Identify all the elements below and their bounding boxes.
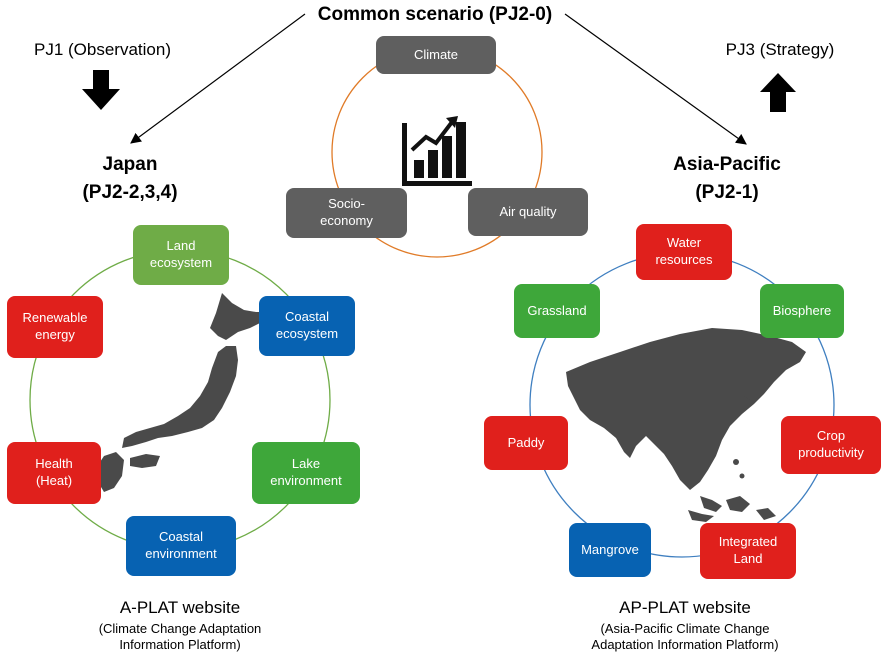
aplat-title: A-PLAT website	[119, 598, 241, 617]
coastal-ecosystem-line2: ecosystem	[275, 326, 339, 341]
water-resources-line2: resources	[655, 252, 713, 267]
land-ecosystem-line2: ecosystem	[149, 255, 213, 270]
biosphere-box: Biosphere	[760, 284, 844, 338]
paddy-box: Paddy	[484, 416, 568, 470]
integrated-land-line2: Land	[733, 551, 763, 566]
renewable-energy-line2: energy	[35, 327, 75, 342]
crop-productivity-line1: Crop	[816, 428, 846, 444]
coastal-environment-line2: environment	[145, 546, 217, 561]
water-resources-box: Water resources	[636, 224, 732, 280]
integrated-land-line1: Integrated	[718, 534, 778, 550]
socio-economy-line1: Socio-	[328, 196, 365, 212]
land-ecosystem-line1: Land	[166, 238, 196, 254]
japan-map	[88, 293, 272, 492]
growth-chart-icon	[402, 116, 472, 186]
asia-title-line2: (PJ2-1)	[695, 181, 759, 203]
health-heat-box: Health (Heat)	[7, 442, 101, 504]
asia-title-line1: Asia-Pacific	[673, 154, 781, 175]
japan-title: Japan (PJ2-2,3,4)	[70, 154, 190, 205]
japan-circle	[29, 249, 331, 551]
arrow-to-asia	[564, 13, 747, 145]
common-scenario-title: Common scenario (PJ2-0)	[317, 4, 553, 25]
applat-caption: AP-PLAT website (Asia-Pacific Climate Ch…	[550, 598, 820, 653]
crop-productivity-line2: productivity	[798, 445, 864, 460]
coastal-environment-line1: Coastal	[158, 529, 204, 545]
integrated-land-box: Integrated Land	[700, 523, 796, 579]
pj1-label: PJ1 (Observation)	[34, 40, 171, 59]
arrow-to-japan	[130, 13, 306, 144]
socio-economy-box: Socio- economy	[286, 188, 407, 238]
aplat-subtitle-line2: Information Platform)	[119, 636, 241, 652]
up-arrow-icon	[760, 73, 796, 112]
lake-environment-box: Lake environment	[252, 442, 360, 504]
coastal-ecosystem-box: Coastal ecosystem	[259, 296, 355, 356]
mangrove-box: Mangrove	[569, 523, 651, 577]
lake-environment-line1: Lake	[291, 456, 321, 472]
applat-title: AP-PLAT website	[619, 598, 751, 617]
lake-environment-line2: environment	[270, 473, 342, 488]
pj3-label: PJ3 (Strategy)	[725, 40, 835, 59]
climate-box: Climate	[376, 36, 496, 74]
coastal-environment-box: Coastal environment	[126, 516, 236, 576]
health-line1: Health	[35, 456, 73, 472]
coastal-ecosystem-line1: Coastal	[284, 309, 330, 325]
applat-subtitle-line1: (Asia-Pacific Climate Change	[600, 621, 770, 637]
applat-subtitle-line2: Adaptation Information Platform)	[591, 636, 779, 652]
japan-title-line2: (PJ2-2,3,4)	[82, 181, 178, 203]
renewable-energy-line1: Renewable	[22, 310, 88, 326]
japan-title-line1: Japan	[102, 154, 158, 175]
down-arrow-icon	[82, 70, 120, 110]
air-quality-box: Air quality	[468, 188, 588, 236]
aplat-subtitle-line1: (Climate Change Adaptation	[98, 621, 262, 637]
renewable-energy-box: Renewable energy	[7, 296, 103, 358]
land-ecosystem-box: Land ecosystem	[133, 225, 229, 285]
asia-title: Asia-Pacific (PJ2-1)	[652, 154, 802, 205]
crop-productivity-box: Crop productivity	[781, 416, 881, 474]
asia-pacific-map	[566, 328, 806, 522]
aplat-caption: A-PLAT website (Climate Change Adaptatio…	[40, 598, 320, 653]
water-resources-line1: Water	[666, 235, 702, 251]
health-line2: (Heat)	[35, 473, 73, 488]
grassland-box: Grassland	[514, 284, 600, 338]
socio-economy-line2: economy	[320, 213, 373, 228]
